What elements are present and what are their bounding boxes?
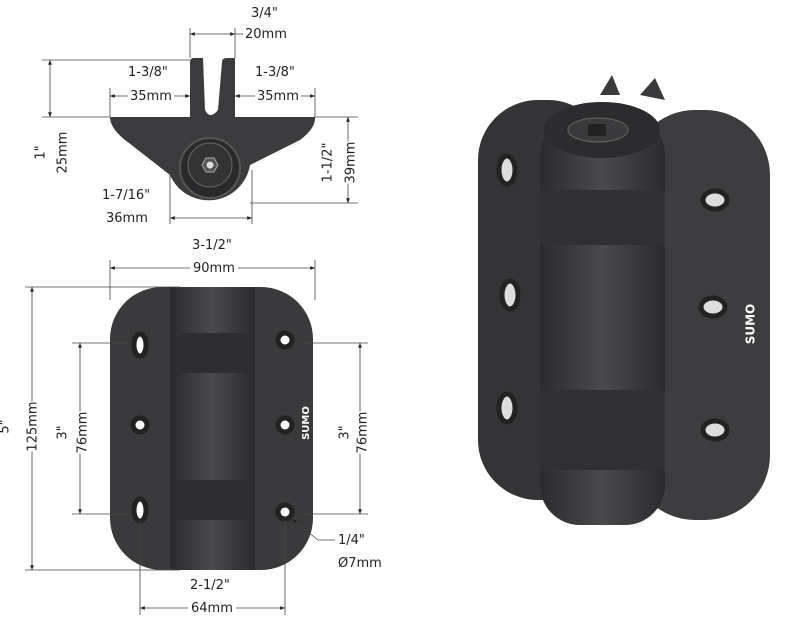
right-flange-in-label: 1-3/8" (255, 65, 295, 80)
right-flange-mm-label: 35mm (255, 89, 301, 104)
barrel-dia-in-label: 1-7/16" (102, 188, 151, 203)
width-in-label: 3-1/2" (192, 238, 232, 253)
body-depth-in-label: 1-1/2" (320, 142, 336, 183)
top-view-part (110, 58, 316, 201)
hole-dia-mm-label: Ø7mm (338, 556, 382, 571)
finger-height-in-label: 1" (33, 145, 49, 160)
front-view-part (110, 287, 313, 570)
right-spacing-mm-label: 76mm (355, 411, 371, 454)
hole-dia-in-label: 1/4" (338, 533, 365, 548)
left-flange-in-label: 1-3/8" (128, 65, 168, 80)
left-flange-mm-label: 35mm (128, 89, 174, 104)
barrel-dia-mm-label: 36mm (106, 211, 148, 226)
column-spacing-mm-label: 64mm (188, 602, 236, 615)
sumo-logo-front: SUMO (300, 406, 312, 440)
width-mm-label: 90mm (190, 262, 238, 275)
column-spacing-in-label: 2-1/2" (190, 578, 230, 593)
left-spacing-mm-label: 76mm (75, 411, 91, 454)
gap-in-label: 3/4" (251, 6, 278, 21)
hinge-3d-view (478, 75, 770, 525)
right-spacing-in-label: 3" (337, 425, 353, 440)
finger-height-mm-label: 25mm (55, 131, 71, 174)
height-in-label: 5" (0, 419, 13, 434)
sumo-logo-3d: SUMO (743, 303, 758, 345)
body-depth-mm-label: 39mm (343, 141, 359, 184)
left-spacing-in-label: 3" (55, 425, 71, 440)
gap-mm-label: 20mm (245, 27, 287, 42)
height-mm-label: 125mm (25, 401, 41, 452)
